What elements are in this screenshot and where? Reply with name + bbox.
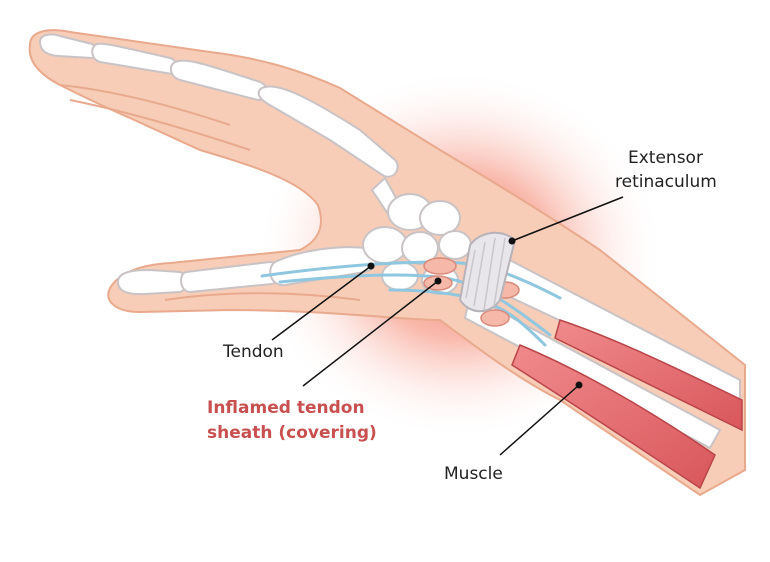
- label-inflamed-line1: Inflamed tendon: [207, 398, 365, 418]
- muscles: [511, 319, 743, 490]
- label-extensor-line1: Extensor: [628, 148, 703, 168]
- leader-dots: [367, 237, 583, 389]
- label-tendon: Tendon: [223, 342, 284, 362]
- leader-lines: [271, 196, 624, 456]
- label-inflamed-line2: sheath (covering): [207, 423, 377, 443]
- leader-extensor: [511, 196, 624, 242]
- leader-tendon: [271, 265, 372, 341]
- finger-bones: [38, 33, 403, 219]
- finger-fold: [69, 99, 251, 151]
- label-muscle: Muscle: [444, 464, 503, 484]
- thumb-bones: [116, 246, 378, 296]
- finger-fold: [59, 84, 231, 126]
- leader-muscle: [499, 384, 580, 456]
- thumb-fold: [164, 292, 361, 301]
- label-extensor-line2: retinaculum: [615, 172, 717, 192]
- extensor-retinaculum: [458, 231, 517, 313]
- leader-sheath: [302, 280, 439, 387]
